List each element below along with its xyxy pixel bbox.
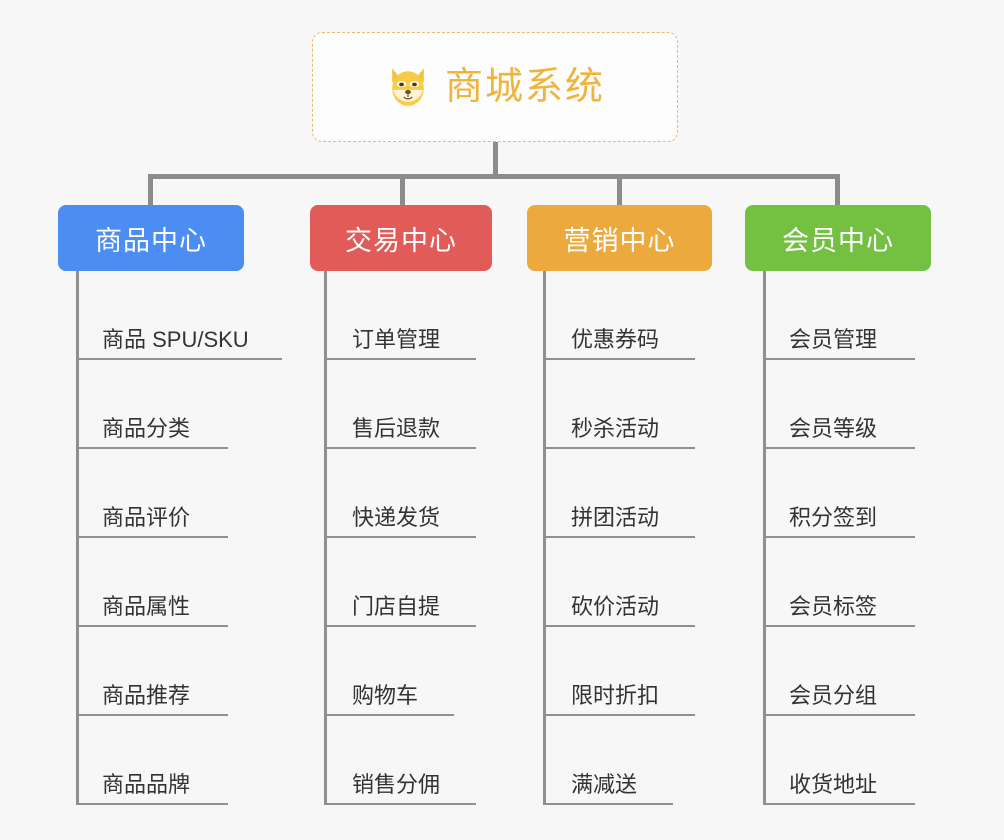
leaf-item[interactable]: 拼团活动 [527,449,787,538]
branch-header[interactable]: 营销中心 [527,205,712,271]
branch-spine [543,271,546,805]
leaf-item-rule [763,625,915,627]
root-connector-bus [148,174,838,179]
leaf-item-rule [763,714,915,716]
leaf-item-rule [324,714,454,716]
leaf-item-label: 订单管理 [352,326,441,352]
branch-drop-connector [400,174,405,208]
leaf-item-rule [543,447,695,449]
leaf-item-label: 会员标签 [789,593,878,619]
leaf-item[interactable]: 限时折扣 [527,627,787,716]
branch-drop-connector [835,174,840,208]
leaf-item[interactable]: 快递发货 [310,449,570,538]
leaf-item[interactable]: 门店自提 [310,538,570,627]
branch-items: 会员管理会员等级积分签到会员标签会员分组收货地址 [745,271,1004,805]
leaf-item[interactable]: 满减送 [527,716,787,805]
branch-items: 优惠券码秒杀活动拼团活动砍价活动限时折扣满减送 [527,271,787,805]
leaf-item[interactable]: 销售分佣 [310,716,570,805]
leaf-item-label: 商品分类 [102,415,191,441]
branch-spine [76,271,79,805]
branch-column-2: 营销中心优惠券码秒杀活动拼团活动砍价活动限时折扣满减送 [527,205,712,805]
leaf-item[interactable]: 商品评价 [58,449,318,538]
leaf-item[interactable]: 商品分类 [58,360,318,449]
leaf-item-label: 秒杀活动 [571,415,660,441]
leaf-item[interactable]: 商品 SPU/SKU [58,271,318,360]
leaf-item-label: 会员等级 [789,415,878,441]
branch-header[interactable]: 商品中心 [58,205,244,271]
leaf-item-rule [76,625,228,627]
leaf-item-label: 积分签到 [789,504,878,530]
branch-items: 商品 SPU/SKU 商品分类商品评价商品属性商品推荐商品品牌 [58,271,318,805]
branch-column-1: 交易中心订单管理售后退款快递发货门店自提购物车销售分佣 [310,205,492,805]
leaf-item-rule [763,536,915,538]
shiba-dog-icon [392,68,424,108]
branch-header[interactable]: 会员中心 [745,205,931,271]
leaf-item[interactable]: 商品属性 [58,538,318,627]
leaf-item[interactable]: 秒杀活动 [527,360,787,449]
leaf-item-label: 限时折扣 [571,682,660,708]
leaf-item-rule [543,536,695,538]
leaf-item[interactable]: 会员管理 [745,271,1004,360]
leaf-item-rule [76,358,282,360]
leaf-item-label: 收货地址 [789,771,878,797]
leaf-item[interactable]: 积分签到 [745,449,1004,538]
leaf-item[interactable]: 商品推荐 [58,627,318,716]
leaf-item[interactable]: 售后退款 [310,360,570,449]
leaf-item-label: 门店自提 [352,593,441,619]
branch-spine [763,271,766,805]
root-connector-stem [493,142,498,178]
leaf-item-rule [76,536,228,538]
root-node[interactable]: 商城系统 [312,32,678,142]
leaf-item-label: 购物车 [352,682,419,708]
branch-spine [324,271,327,805]
leaf-item-rule [324,625,476,627]
leaf-item-label: 砍价活动 [571,593,660,619]
leaf-item-label: 销售分佣 [352,771,441,797]
branch-header[interactable]: 交易中心 [310,205,492,271]
leaf-item-label: 售后退款 [352,415,441,441]
leaf-item-rule [324,536,476,538]
leaf-item-label: 优惠券码 [571,326,660,352]
leaf-item[interactable]: 会员等级 [745,360,1004,449]
leaf-item[interactable]: 收货地址 [745,716,1004,805]
leaf-item-rule [763,447,915,449]
leaf-item[interactable]: 订单管理 [310,271,570,360]
branch-drop-connector [148,174,153,208]
leaf-item-label: 会员管理 [789,326,878,352]
root-title: 商城系统 [444,66,605,108]
leaf-item[interactable]: 优惠券码 [527,271,787,360]
leaf-item-label: 拼团活动 [571,504,660,530]
leaf-item-rule [543,358,695,360]
leaf-item[interactable]: 购物车 [310,627,570,716]
branch-column-3: 会员中心会员管理会员等级积分签到会员标签会员分组收货地址 [745,205,931,805]
leaf-item-rule [76,447,228,449]
leaf-item[interactable]: 会员标签 [745,538,1004,627]
leaf-item-label: 商品属性 [102,593,191,619]
leaf-item-rule [324,803,476,805]
leaf-item[interactable]: 会员分组 [745,627,1004,716]
leaf-item-rule [76,803,228,805]
leaf-item[interactable]: 商品品牌 [58,716,318,805]
leaf-item-label: 会员分组 [789,682,878,708]
leaf-item-label: 商品评价 [102,504,191,530]
leaf-item-rule [763,358,915,360]
leaf-item-rule [76,714,228,716]
leaf-item-label: 快递发货 [352,504,441,530]
leaf-item-label: 满减送 [571,771,638,797]
leaf-item[interactable]: 砍价活动 [527,538,787,627]
leaf-item-label: 商品 SPU/SKU [102,326,249,352]
branch-items: 订单管理售后退款快递发货门店自提购物车销售分佣 [310,271,570,805]
leaf-item-rule [543,803,673,805]
leaf-item-label: 商品推荐 [102,682,191,708]
leaf-item-rule [763,803,915,805]
branch-column-0: 商品中心商品 SPU/SKU 商品分类商品评价商品属性商品推荐商品品牌 [58,205,282,805]
leaf-item-rule [543,625,695,627]
leaf-item-rule [543,714,695,716]
leaf-item-label: 商品品牌 [102,771,191,797]
leaf-item-rule [324,358,476,360]
branch-drop-connector [617,174,622,208]
leaf-item-rule [324,447,476,449]
